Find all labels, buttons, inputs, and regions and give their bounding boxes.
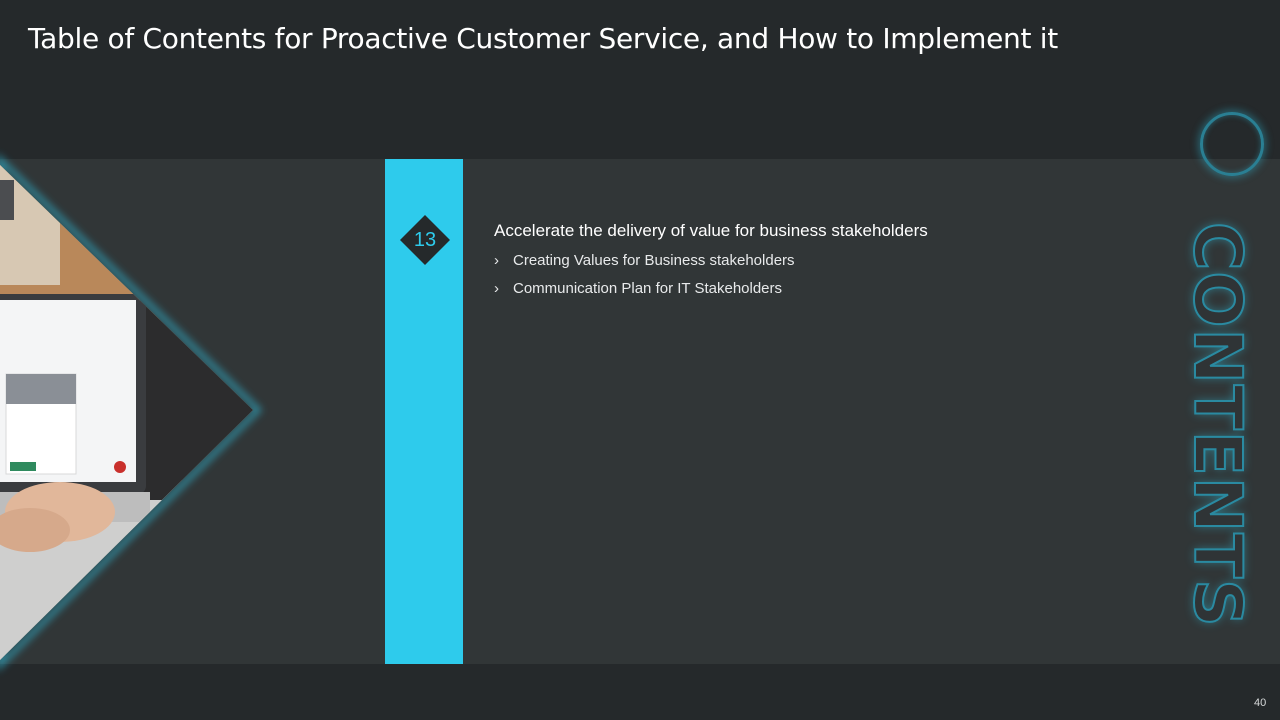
subtopic-list: › Creating Values for Business stakehold… [494,251,795,307]
list-item-label: Communication Plan for IT Stakeholders [513,280,783,297]
slide-title: Table of Contents for Proactive Customer… [28,22,1058,55]
page-number: 40 [1254,697,1267,709]
list-item-label: Creating Values for Business stakeholder… [513,252,795,269]
chevron-right-icon: › [494,280,499,297]
list-item: › Communication Plan for IT Stakeholders [494,279,795,307]
circle-ring-icon [1200,112,1264,176]
list-item: › Creating Values for Business stakehold… [494,251,795,279]
diamond-icon [400,215,450,265]
section-heading: Accelerate the delivery of value for bus… [494,221,928,240]
section-number: 13 [413,229,437,251]
chevron-right-icon: › [494,252,499,269]
contents-word: CONTENTS [1178,221,1257,629]
